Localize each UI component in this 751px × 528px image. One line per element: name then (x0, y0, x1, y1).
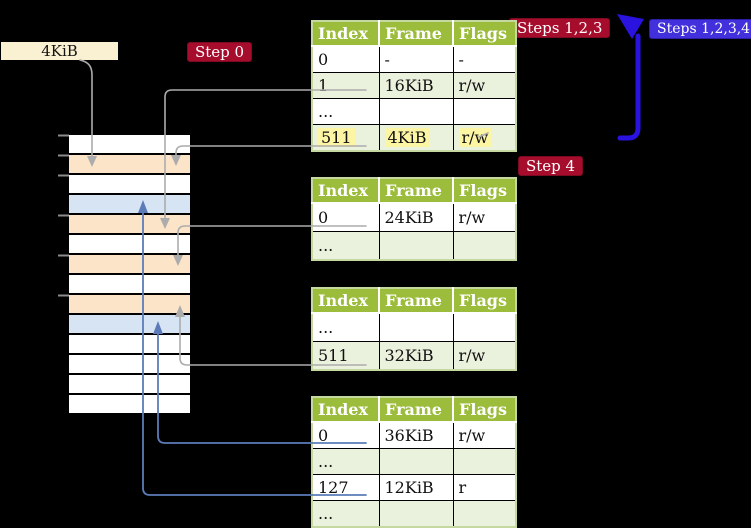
table-cell: ... (311, 231, 380, 261)
memory-frame-row (69, 395, 190, 413)
table-cell: 511 (311, 124, 380, 152)
memory-frame-row (69, 155, 190, 173)
physical-memory-stack (69, 135, 190, 415)
table-cell (378, 98, 454, 125)
column-header: Index (312, 21, 380, 47)
column-header: Flags (453, 178, 516, 204)
table-cell: r/w (452, 341, 517, 371)
column-header: Index (312, 288, 380, 314)
column-header: Frame (379, 288, 454, 314)
table-cell (378, 231, 454, 261)
table-cell: ... (311, 312, 380, 342)
column-header: Index (312, 397, 380, 423)
table-cell (452, 500, 517, 528)
table-cell: r/w (452, 72, 517, 99)
highlighted-value: r/w (458, 128, 492, 147)
memory-frame-row (69, 255, 190, 273)
table-row: 0-- (311, 45, 517, 73)
badge-step-0: Step 0 (187, 42, 253, 62)
table-cell: 16KiB (378, 72, 454, 99)
column-header: Frame (379, 21, 454, 47)
badge-steps-1234: Steps 1,2,3,4 (649, 19, 751, 39)
table-row: ... (311, 312, 517, 342)
table-cell (452, 448, 517, 475)
memory-frame-row (69, 175, 190, 193)
highlighted-value: 4KiB (384, 128, 430, 147)
blue-flow-arrowhead-icon (617, 14, 644, 39)
table-cell: 127 (311, 474, 380, 501)
column-header: Flags (453, 21, 516, 47)
memory-size-label: 4KiB (1, 42, 118, 60)
table-cell: r/w (452, 421, 517, 449)
blue-flow-arrow (617, 33, 641, 141)
memory-frame-row (69, 355, 190, 373)
table-cell: r/w (452, 124, 517, 152)
table-cell: 0 (311, 45, 380, 73)
table-row: ... (311, 500, 517, 528)
memory-frame-row (69, 295, 190, 313)
table-cell: 0 (311, 421, 380, 449)
badge-step-4: Step 4 (518, 156, 584, 176)
table-cell: - (378, 45, 454, 73)
highlighted-value: 511 (318, 128, 355, 147)
memory-frame-row (69, 195, 190, 213)
column-header: Index (312, 178, 380, 204)
table-cell (452, 98, 517, 125)
column-header: Frame (379, 397, 454, 423)
table-cell: ... (311, 98, 380, 125)
memory-frame-row (69, 375, 190, 393)
memory-frame-row (69, 215, 190, 233)
memory-frame-row (69, 135, 190, 153)
table-cell: ... (311, 448, 380, 475)
table-cell (452, 312, 517, 342)
memory-frame-row (69, 235, 190, 253)
table-row: 511 4KiB r/w (311, 124, 517, 152)
table-row: ... (311, 98, 517, 125)
column-header: Flags (453, 288, 516, 314)
table-row: ... (311, 231, 517, 261)
table-row: ... (311, 448, 517, 475)
table-cell: 12KiB (378, 474, 454, 501)
table-cell: r (452, 474, 517, 501)
table-cell (378, 312, 454, 342)
table-cell: 1 (311, 72, 380, 99)
memory-frame-row (69, 335, 190, 353)
memory-frame-row (69, 315, 190, 333)
table-cell: 32KiB (378, 341, 454, 371)
table-cell (378, 448, 454, 475)
memory-frame-row (69, 275, 190, 293)
table-cell: r/w (452, 202, 517, 232)
table-cell: - (452, 45, 517, 73)
memory-ticks (58, 134, 69, 297)
column-header: Flags (453, 397, 516, 423)
table-cell: ... (311, 500, 380, 528)
table-cell: 511 (311, 341, 380, 371)
table-cell (378, 500, 454, 528)
table-cell: 4KiB (378, 124, 454, 152)
table-cell: 36KiB (378, 421, 454, 449)
table-cell: 0 (311, 202, 380, 232)
badge-steps-123: Steps 1,2,3 (509, 18, 611, 38)
column-header: Frame (379, 178, 454, 204)
table-cell (452, 231, 517, 261)
table-cell: 24KiB (378, 202, 454, 232)
